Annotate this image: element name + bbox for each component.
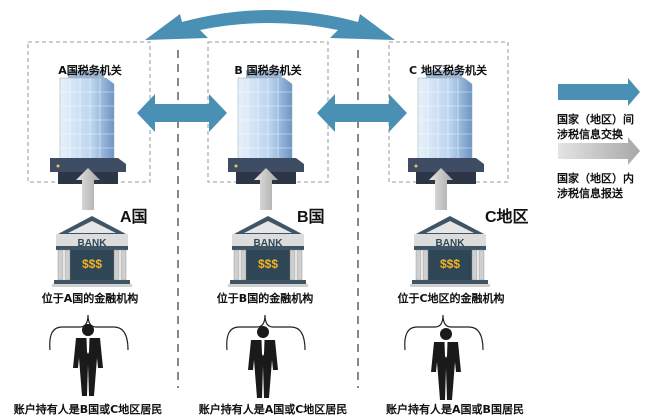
- account-holder-icon-c: [431, 328, 461, 400]
- account-holder-icon-b: [248, 326, 278, 398]
- legend-report-line1: 国家（地区）内: [557, 172, 634, 185]
- tax-office-label-a: A国税务机关: [58, 64, 122, 77]
- bank-money-b: $$$: [258, 257, 278, 271]
- bank-sign-b: BANK: [254, 238, 284, 249]
- exchange-arrow-b-c: [317, 94, 407, 132]
- report-arrow-b: [254, 168, 278, 210]
- holder-label-b: 账户持有人是A国或C地区居民: [198, 403, 348, 416]
- holder-label-c: 账户持有人是A国或B国居民: [386, 403, 524, 416]
- legend-report-arrow: [558, 137, 640, 165]
- brace-c: [404, 314, 484, 351]
- tax-office-label-b: B 国税务机关: [234, 64, 302, 77]
- institution-label-a: 位于A国的金融机构: [41, 292, 139, 305]
- report-arrow-c: [429, 168, 453, 210]
- bank-money-c: $$$: [440, 257, 460, 271]
- institution-label-c: 位于C地区的金融机构: [397, 292, 505, 305]
- exchange-arrow-a-c: [145, 10, 395, 40]
- institution-label-b: 位于B国的金融机构: [216, 292, 314, 305]
- tax-office-label-c: C 地区税务机关: [409, 64, 487, 77]
- legend-exchange-line2: 涉税信息交换: [557, 128, 623, 141]
- brace-a: [49, 314, 129, 351]
- holder-label-a: 账户持有人是B国或C地区居民: [13, 403, 163, 416]
- bank-money-a: $$$: [82, 257, 102, 271]
- tax-office-building-icon-c: [407, 69, 485, 185]
- legend-exchange-arrow: [558, 78, 640, 106]
- bank-sign-c: BANK: [436, 238, 466, 249]
- exchange-arrow-a-b: [137, 94, 227, 132]
- country-label-a: A国: [120, 209, 148, 226]
- bank-sign-a: BANK: [78, 238, 108, 249]
- brace-b: [226, 314, 306, 351]
- account-holder-icon-a: [73, 324, 103, 396]
- tax-office-building-icon-b: [227, 69, 305, 185]
- bank-icon-b: [227, 215, 309, 288]
- legend-report-line2: 涉税信息报送: [557, 187, 623, 200]
- report-arrow-a: [76, 168, 100, 210]
- bank-icon-c: [409, 215, 491, 288]
- country-label-c: C地区: [485, 209, 529, 226]
- legend-exchange-line1: 国家（地区）间: [557, 113, 634, 126]
- country-label-b: B国: [297, 209, 325, 226]
- tax-office-building-icon-a: [49, 69, 127, 185]
